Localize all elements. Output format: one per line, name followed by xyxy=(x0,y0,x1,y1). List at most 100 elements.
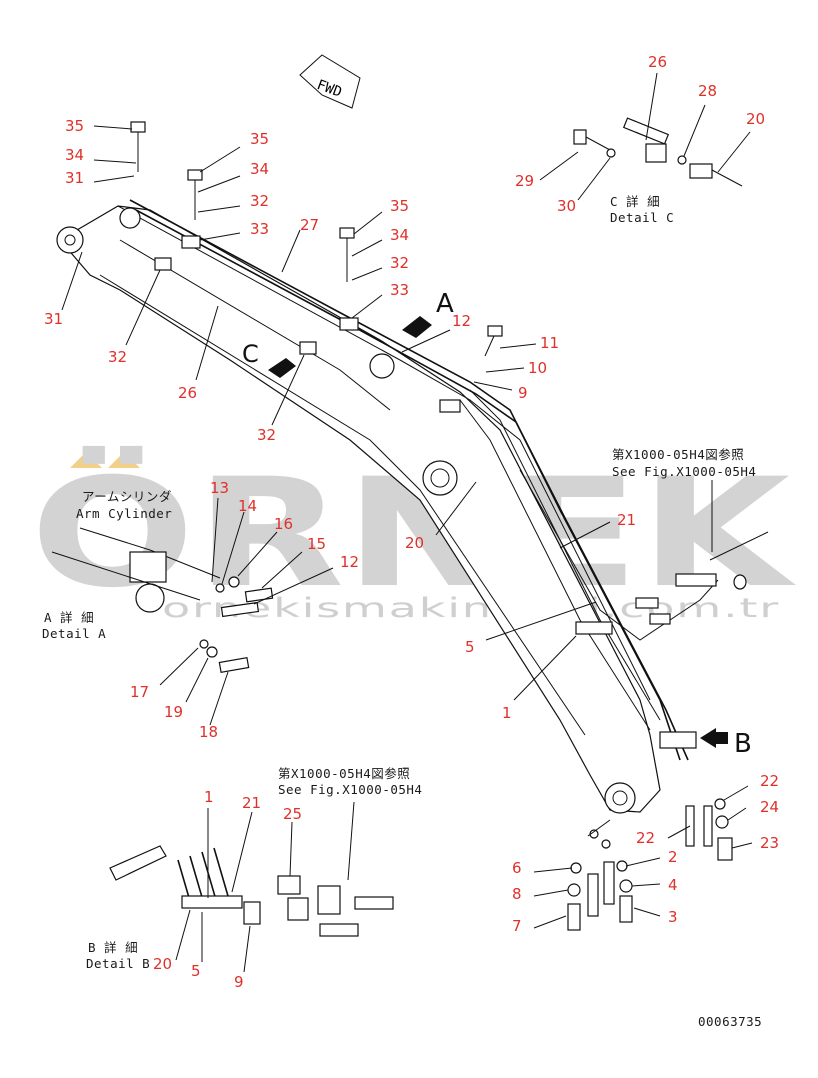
hose-line-3 xyxy=(469,389,661,721)
bolt-shank xyxy=(484,335,495,357)
callout-5: 5 xyxy=(191,962,201,980)
arm-side-line xyxy=(99,274,586,736)
washer-8 xyxy=(567,883,581,897)
arm-pin-boss-inner xyxy=(430,468,450,488)
bolt-6b xyxy=(603,861,615,905)
view-a-label: A xyxy=(436,289,454,319)
washer-16 xyxy=(228,576,240,588)
callout-30: 30 xyxy=(557,197,576,215)
bracket-25c xyxy=(317,885,341,915)
callout-24: 24 xyxy=(760,798,779,816)
washer-24 xyxy=(715,815,729,829)
callout-9: 9 xyxy=(234,973,244,991)
hose-sleeve xyxy=(622,117,670,145)
callout-35: 35 xyxy=(390,197,409,215)
detail-a-title-jp: A 詳 細 xyxy=(44,610,94,625)
arm-top-plate xyxy=(117,205,651,701)
arm-side-line-2 xyxy=(119,239,391,411)
callout-15: 15 xyxy=(307,535,326,553)
arm-rear-boss xyxy=(56,226,84,254)
detail-a-title-en: Detail A xyxy=(42,626,106,641)
washer-14 xyxy=(215,583,225,593)
callout-11: 11 xyxy=(540,334,559,352)
callout-33: 33 xyxy=(390,281,409,299)
clamp-block xyxy=(575,621,613,635)
washer-c xyxy=(606,148,616,158)
callout-32: 32 xyxy=(390,254,409,272)
callout-2: 2 xyxy=(668,848,678,866)
fitting-c xyxy=(689,163,713,179)
bolt-3 xyxy=(619,895,633,923)
pin-12 xyxy=(220,601,260,618)
callout-20: 20 xyxy=(153,955,172,973)
view-b-arrow xyxy=(700,728,728,748)
arm-cylinder-eye xyxy=(135,583,165,613)
clamp-block-b xyxy=(181,895,243,909)
leader-lines xyxy=(51,72,753,973)
detail-b-title-jp: B 詳 細 xyxy=(88,940,138,955)
arm-cylinder-bracket-2 xyxy=(119,207,141,229)
bracket-25b xyxy=(287,897,309,921)
fitting-block xyxy=(635,597,659,609)
hose-c xyxy=(711,169,743,187)
callout-5: 5 xyxy=(465,638,475,656)
bolt-22b xyxy=(703,805,713,847)
washer-19 xyxy=(206,646,218,658)
clamp-block xyxy=(659,731,697,749)
callout-1: 1 xyxy=(502,704,512,722)
seal-ring-2 xyxy=(601,839,611,849)
callout-22: 22 xyxy=(636,829,655,847)
tip-fittings xyxy=(567,798,733,931)
arm-tip-boss-inner xyxy=(612,790,628,806)
callout-12: 12 xyxy=(340,553,359,571)
hose-line-5 xyxy=(519,469,719,641)
watermark-umlaut-right xyxy=(108,452,140,468)
callout-21: 21 xyxy=(617,511,636,529)
bolt xyxy=(130,121,146,133)
callout-14: 14 xyxy=(238,497,257,515)
callout-25: 25 xyxy=(283,805,302,823)
arm-rear-boss-inner xyxy=(64,234,76,246)
callout-34: 34 xyxy=(250,160,269,178)
bracket-25 xyxy=(277,875,301,895)
annotations: C 詳 細 Detail C 第X1000-05H4図参照 See Fig.X1… xyxy=(42,194,762,1029)
arm-body xyxy=(59,205,661,813)
callout-27: 27 xyxy=(300,216,319,234)
bolt-b1 xyxy=(354,896,394,910)
callout-4: 4 xyxy=(668,876,678,894)
bolt-18 xyxy=(218,656,250,674)
see-fig-note-en: See Fig.X1000-05H4 xyxy=(612,464,756,479)
fitting-block xyxy=(675,573,717,587)
see-fig-note-2-jp: 第X1000-05H4図参照 xyxy=(278,766,410,781)
see-fig-note-2-en: See Fig.X1000-05H4 xyxy=(278,782,422,797)
view-c-label: C xyxy=(242,340,259,368)
arm-assembly: FWD A C B xyxy=(56,54,769,814)
clamp-block xyxy=(181,235,201,249)
arm-cylinder-head xyxy=(129,551,167,583)
callout-18: 18 xyxy=(199,723,218,741)
clamp-block xyxy=(154,257,172,271)
callout-23: 23 xyxy=(760,834,779,852)
washer-17 xyxy=(199,639,209,649)
detail-c-title-jp: C 詳 細 xyxy=(610,194,660,209)
callout-31: 31 xyxy=(65,169,84,187)
oring-2 xyxy=(616,860,628,872)
callout-22: 22 xyxy=(760,772,779,790)
detail-b-title-en: Detail B xyxy=(86,956,150,971)
callout-26: 26 xyxy=(178,384,197,402)
callout-29: 29 xyxy=(515,172,534,190)
callout-17: 17 xyxy=(130,683,149,701)
hose-b xyxy=(213,847,229,897)
detail-b-parts xyxy=(109,845,394,937)
hose-b xyxy=(201,851,217,901)
callout-26: 26 xyxy=(648,53,667,71)
bolt-stack-top xyxy=(130,121,503,357)
arm-cylinder-rod xyxy=(79,527,221,579)
callout-34: 34 xyxy=(65,146,84,164)
callout-35: 35 xyxy=(65,117,84,135)
callout-31: 31 xyxy=(44,310,63,328)
callout-32: 32 xyxy=(108,348,127,366)
detail-c-parts xyxy=(573,117,743,187)
view-b-label: B xyxy=(734,729,752,759)
